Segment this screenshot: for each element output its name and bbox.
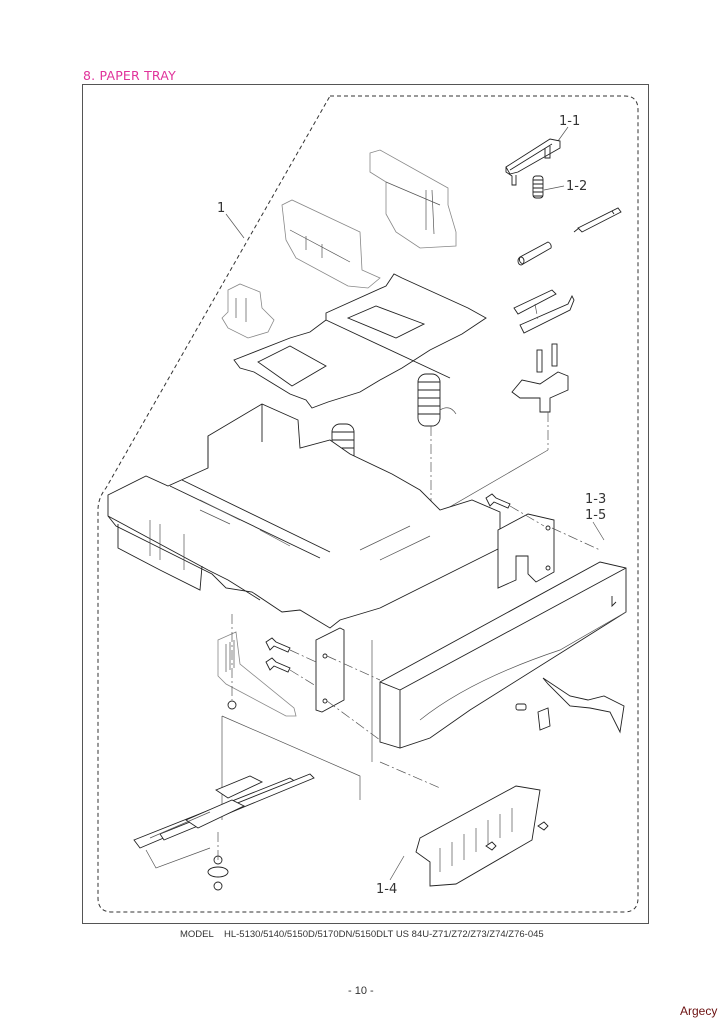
callout-1-2: 1-2 — [566, 179, 587, 194]
part-end-guide — [221, 283, 275, 339]
part-release-lever — [542, 677, 625, 734]
part-latch-lever — [505, 138, 561, 186]
part-tray-body — [107, 403, 501, 629]
part-small-spring — [515, 703, 527, 711]
part-small-clip — [537, 707, 551, 731]
callout-1-1: 1-1 — [559, 114, 580, 129]
model-value: HL-5130/5140/5150D/5170DN/5150DLT US 84U… — [224, 929, 544, 940]
leader-1-2 — [543, 185, 565, 191]
section-title: 8. PAPER TRAY — [83, 68, 176, 83]
part-pin — [573, 207, 622, 233]
part-front-cover — [379, 561, 627, 749]
part-rack-gear — [133, 715, 361, 891]
part-right-frame — [485, 493, 601, 589]
callout-1: 1 — [217, 201, 225, 216]
assembly-boundary — [97, 95, 639, 913]
callout-1-3: 1-3 — [585, 492, 606, 507]
part-roller — [517, 241, 552, 266]
part-pad-holder — [513, 289, 575, 334]
model-line: MODEL HL-5130/5140/5150D/5170DN/5150DLT … — [180, 929, 544, 940]
part-pressure-plate — [233, 273, 487, 409]
part-spring-small — [532, 175, 544, 199]
model-label: MODEL — [180, 929, 214, 940]
part-left-frame — [265, 627, 381, 741]
callout-1-5: 1-5 — [585, 508, 606, 523]
callout-1-4: 1-4 — [376, 882, 397, 897]
part-bottom-guide — [371, 640, 549, 887]
leader-1-1 — [557, 126, 569, 142]
leader-1-3-1-5 — [592, 521, 605, 541]
watermark: Argecy — [680, 1004, 718, 1018]
leader-1 — [225, 213, 245, 239]
part-lower-bracket — [217, 614, 297, 717]
part-side-guide-left — [281, 199, 381, 289]
part-side-guide-right — [369, 149, 457, 249]
page-number: - 10 - — [348, 985, 374, 997]
part-bracket-springs — [409, 343, 569, 531]
diagram-frame — [82, 84, 649, 924]
leader-1-4 — [389, 855, 405, 881]
